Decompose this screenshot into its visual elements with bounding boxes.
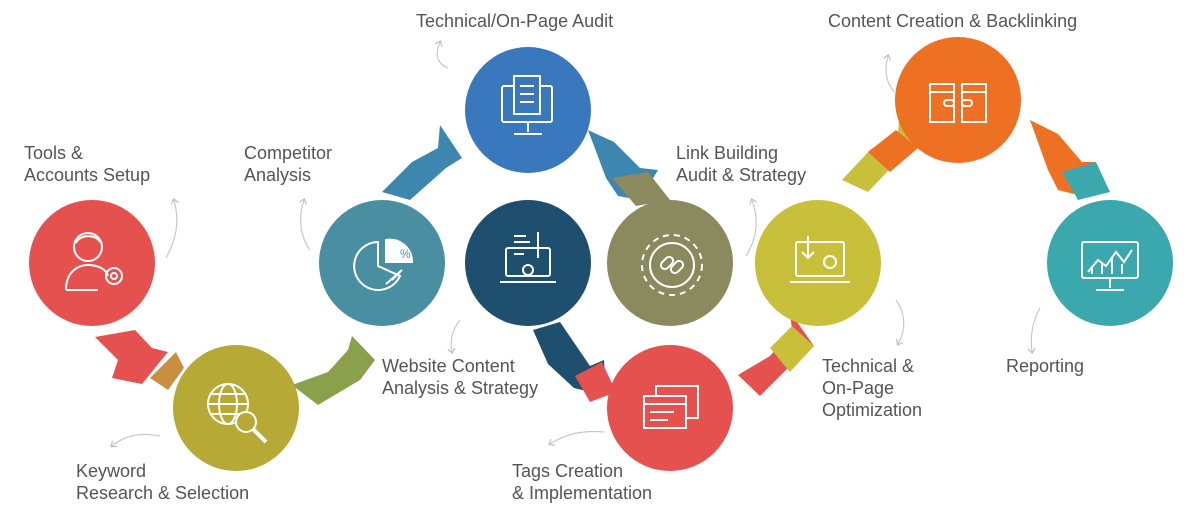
step-technical-optimization [755,200,881,326]
connector-arrows [95,110,1110,405]
step-website-content [465,200,591,326]
step-circle-8 [755,200,881,326]
label-tags-creation: Tags Creation & Implementation [512,461,653,503]
step-tags-creation [607,345,733,471]
label-link-building-audit: Link Building Audit & Strategy [676,143,807,185]
guide-arrow-7 [548,430,605,446]
label-reporting: Reporting [1006,356,1085,376]
guide-arrow-1 [165,197,179,259]
guide-arrow-4 [434,39,449,69]
pie-chart-percent-icon: % [353,238,414,291]
step-circle-3 [319,200,445,326]
arrow-5-7b [575,362,616,402]
browser-windows-icon [643,385,699,429]
guide-arrow-9 [883,53,895,93]
arrow-9-10b [1062,162,1110,200]
monitor-line-chart-icon [1081,241,1139,291]
label-website-content: Website Content Analysis & Strategy [382,356,539,398]
step-competitor-analysis: % [319,200,445,326]
arrow-2-3 [292,336,375,405]
svg-text:%: % [400,247,411,261]
guide-arrow-8 [895,299,905,346]
globe-magnifier-icon [207,383,268,444]
arrow-4-6b [612,172,670,206]
arrow-8-9b [868,130,918,172]
arrow-7-8b [770,326,814,372]
step-technical-audit [465,47,591,173]
linked-pages-icon [929,83,987,123]
step-reporting [1047,200,1173,326]
laptop-code-gear-icon [500,232,556,283]
guide-arrow-10 [1027,307,1041,355]
label-tools-setup: Tools & Accounts Setup [24,143,151,185]
arrow-1-2b [150,352,184,390]
step-circle-10 [1047,200,1173,326]
guide-arrow-2 [110,433,161,448]
label-content-creation: Content Creation & Backlinking [828,11,1078,31]
step-content-creation [895,37,1021,163]
label-keyword-research: Keyword Research & Selection [76,461,250,503]
label-competitor-analysis: Competitor Analysis [244,143,333,185]
guide-arrows [110,39,1041,448]
step-circle-6 [607,200,733,326]
gear-link-icon [641,234,703,296]
label-technical-optimization: Technical & On-Page Optimization [822,356,923,420]
step-tools-setup [29,200,155,326]
monitor-checklist-icon [501,75,553,135]
step-keyword-research [173,345,299,471]
label-technical-audit: Technical/On-Page Audit [416,11,614,31]
arrow-3-4 [382,125,462,200]
arrow-1-2 [95,330,168,384]
step-circle-1 [29,200,155,326]
guide-arrow-3 [299,197,311,251]
step-circle-5 [465,200,591,326]
step-circle-9 [895,37,1021,163]
step-link-building-audit [607,200,733,326]
guide-arrow-6 [745,197,757,257]
guide-arrow-5 [447,319,461,355]
user-gear-icon [65,232,123,291]
laptop-download-gear-icon [790,236,850,283]
